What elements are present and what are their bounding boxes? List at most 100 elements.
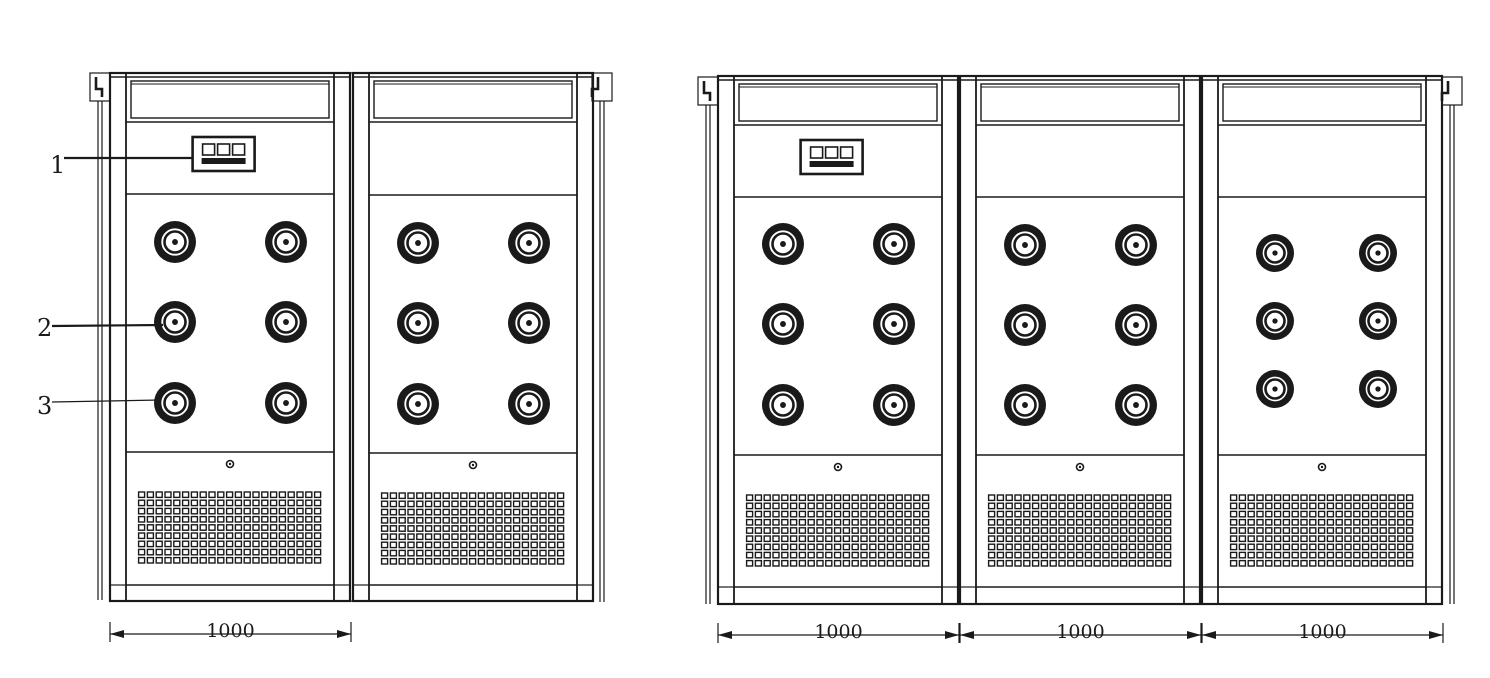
vent-slot: [1229, 494, 1238, 502]
vent-slot: [1058, 510, 1066, 518]
vent-slot: [1397, 502, 1405, 510]
vent-slot: [772, 510, 780, 518]
vent-slot: [181, 491, 190, 499]
vent-slot: [539, 508, 547, 516]
callout-3: 3: [37, 392, 161, 420]
vent-slot: [287, 507, 295, 515]
vent-slot: [763, 543, 771, 551]
vent-slot: [1247, 527, 1255, 534]
vent-slot: [433, 533, 442, 541]
vent-slot: [987, 535, 996, 543]
vent-slot: [1014, 502, 1022, 510]
vent-slot: [1031, 502, 1040, 510]
vent-slot: [398, 557, 406, 565]
terminal-pin: [1272, 318, 1278, 324]
left-end-bracket-b: [590, 72, 613, 602]
vent-slot: [869, 559, 877, 567]
vent-slot: [1397, 527, 1405, 534]
vent-slot: [199, 499, 207, 507]
vent-slot: [772, 535, 780, 543]
vent-slot: [504, 541, 512, 549]
vent-slot: [146, 556, 155, 564]
vent-slot: [1040, 559, 1049, 567]
battery-terminal: [762, 223, 804, 265]
terminal-contact: [517, 311, 541, 335]
vent-slot: [1031, 494, 1040, 502]
vent-slot: [495, 500, 503, 508]
vent-grille: [987, 494, 1172, 567]
vent-slot: [313, 515, 322, 523]
vent-slot: [763, 559, 771, 567]
vent-slot: [296, 548, 304, 556]
terminal-contact: [771, 232, 795, 256]
vent-slot: [1102, 559, 1110, 567]
vent-slot: [380, 549, 389, 557]
vent-slot: [996, 527, 1005, 534]
vent-slot: [477, 492, 486, 500]
vent-slot: [486, 500, 494, 508]
meter-digit: [839, 146, 854, 159]
vent-slot: [1344, 510, 1352, 518]
vent-slot: [1102, 535, 1110, 543]
vent-slot: [548, 525, 556, 532]
vent-slot: [1256, 518, 1264, 526]
vent-slot: [1397, 559, 1405, 567]
vent-slot: [146, 540, 155, 548]
vent-slot: [1075, 559, 1084, 567]
vent-slot: [1119, 559, 1128, 567]
vent-slot: [146, 515, 155, 523]
vent-slot: [208, 515, 216, 523]
vent-slot: [451, 557, 459, 565]
callout-2: 2: [37, 314, 164, 342]
vent-slot: [860, 518, 868, 526]
vent-slot: [763, 551, 771, 559]
vent-slot: [468, 541, 477, 549]
vent-slot: [269, 540, 278, 548]
battery-terminal: [1004, 224, 1046, 266]
battery-terminal: [397, 222, 439, 264]
vent-slot: [1388, 543, 1396, 551]
vent-slot: [763, 502, 771, 510]
cabinet-5: [1200, 74, 1444, 606]
vent-slot: [137, 491, 146, 499]
vent-slot: [451, 549, 459, 557]
vent-slot: [1273, 559, 1282, 567]
vent-slot: [504, 508, 512, 516]
vent-slot: [789, 494, 798, 502]
vent-slot: [1353, 527, 1361, 534]
vent-slot: [904, 494, 912, 502]
vent-slot: [833, 494, 842, 502]
vent-slot: [548, 500, 556, 508]
terminal-pin: [891, 241, 897, 247]
vent-slot: [1405, 502, 1414, 510]
vent-slot: [199, 515, 207, 523]
vent-slot: [296, 556, 304, 564]
vent-slot: [886, 510, 895, 518]
mounting-bracket: [89, 72, 111, 102]
vent-slot: [164, 532, 172, 540]
vent-slot: [798, 543, 807, 551]
vent-slot: [789, 518, 798, 526]
vent-slot: [313, 507, 322, 515]
vent-slot: [1317, 518, 1326, 526]
terminal-pin: [1272, 250, 1278, 256]
vent-slot: [296, 540, 304, 548]
vent-slot: [789, 510, 798, 518]
vent-slot: [851, 559, 859, 567]
vent-slot: [1247, 543, 1255, 551]
vent-slot: [877, 494, 886, 502]
terminal-pin: [1133, 242, 1139, 248]
vent-slot: [842, 502, 851, 510]
vent-slot: [521, 516, 530, 524]
vent-slot: [1023, 559, 1031, 567]
vent-slot: [313, 540, 322, 548]
vent-slot: [548, 516, 556, 524]
vent-slot: [407, 557, 415, 565]
vent-slot: [389, 557, 398, 565]
vent-slot: [987, 551, 996, 559]
battery-terminal: [1115, 384, 1157, 426]
meter-display: [191, 135, 256, 173]
dimension-label: 1000: [1056, 621, 1104, 643]
vent-slot: [1361, 510, 1370, 518]
vent-slot: [512, 492, 521, 500]
